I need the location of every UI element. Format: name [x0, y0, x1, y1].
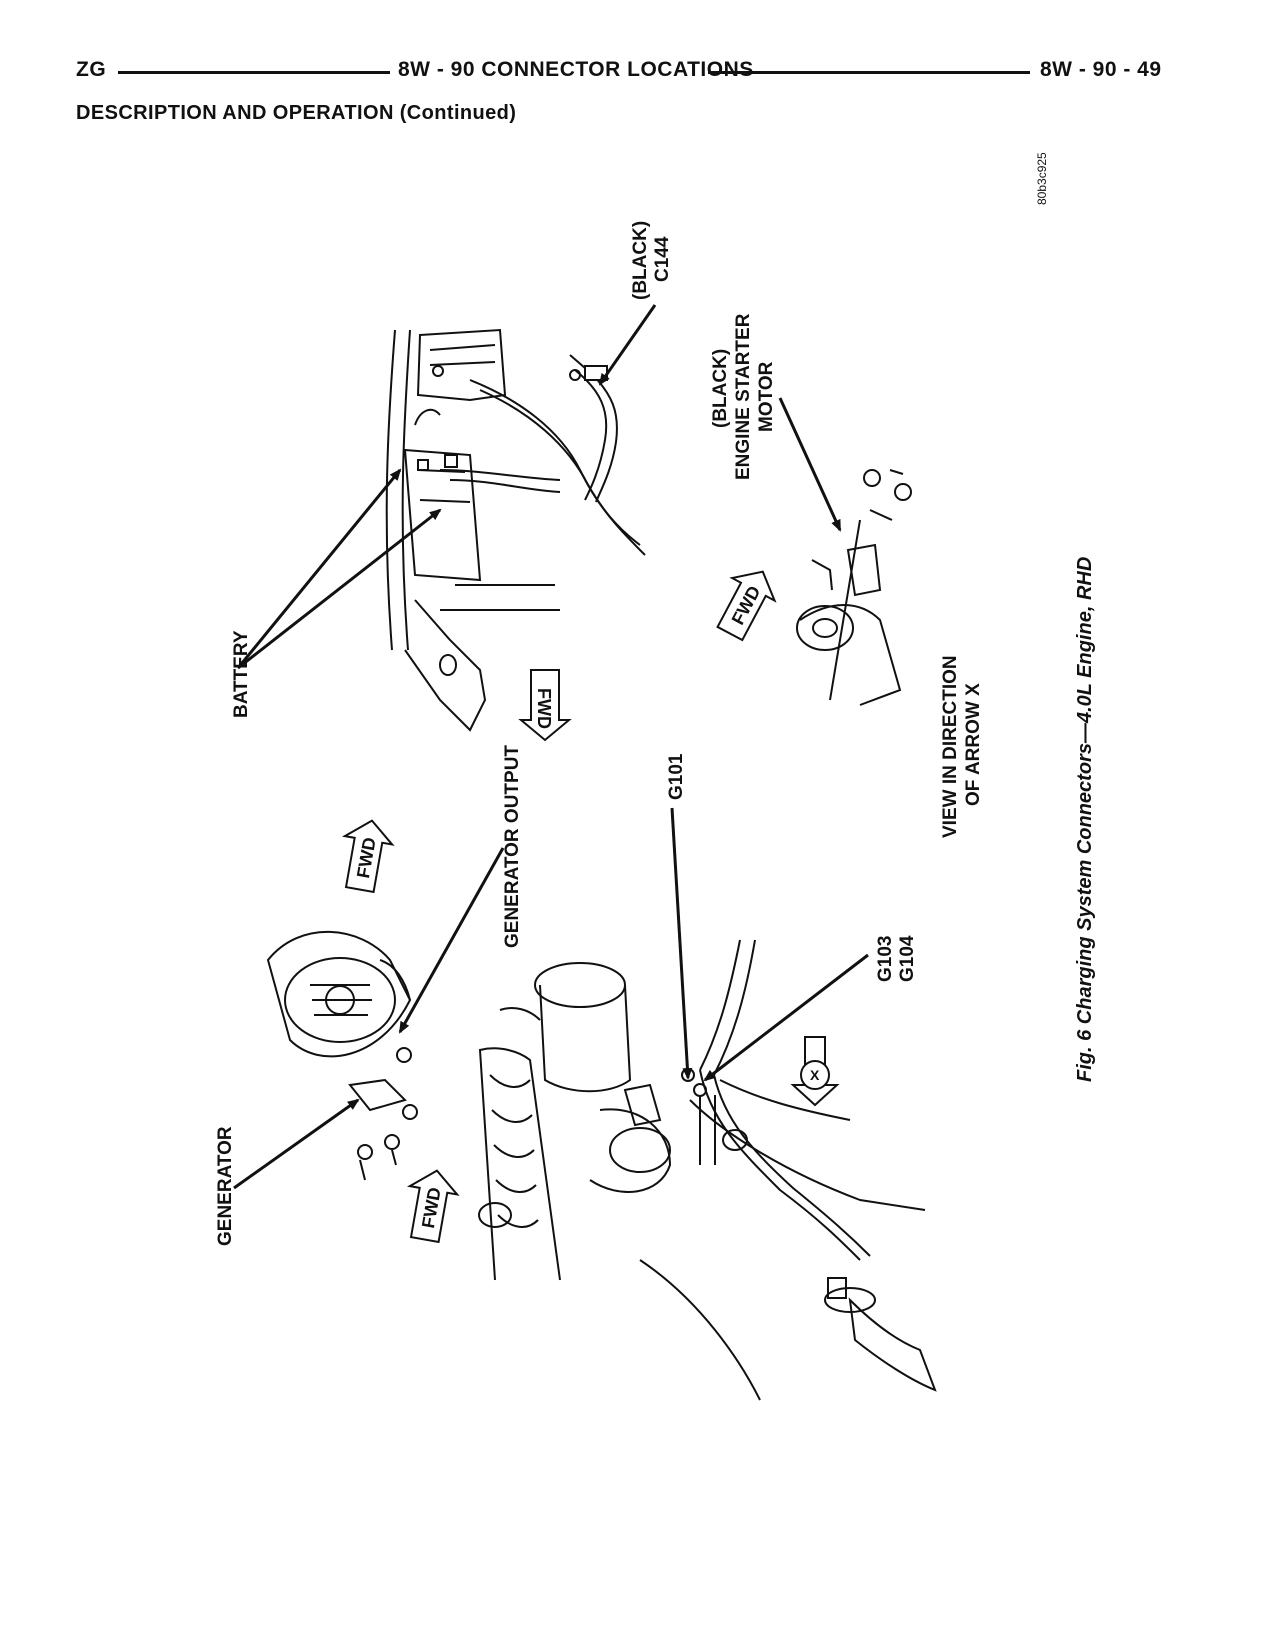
header-section-code: ZG — [76, 58, 107, 81]
label-view-line2: OF ARROW X — [963, 683, 984, 806]
label-battery: BATTERY — [231, 630, 252, 718]
label-view-line1: VIEW IN DIRECTION — [940, 655, 961, 838]
arrow-x-label: X — [810, 1067, 820, 1083]
label-starter-color: (BLACK) — [710, 349, 731, 428]
label-g104: G104 — [897, 935, 918, 982]
header-title: 8W - 90 CONNECTOR LOCATIONS — [398, 58, 754, 81]
fwd-arrow-starter: FWD — [716, 570, 777, 642]
starter-motor-drawing — [796, 469, 912, 706]
page-header: ZG 8W - 90 CONNECTOR LOCATIONS 8W - 90 -… — [76, 58, 1161, 88]
label-g103: G103 — [875, 936, 896, 982]
generator-drawing — [266, 930, 418, 1181]
engine-drawing — [478, 939, 937, 1401]
header-rule-left — [118, 71, 390, 74]
section-title: DESCRIPTION AND OPERATION (Continued) — [76, 102, 517, 124]
figure-caption: Fig. 6 Charging System Connectors—4.0L E… — [1074, 557, 1096, 1082]
fwd-arrow-engine: FWD — [406, 1169, 460, 1244]
label-generator: GENERATOR — [215, 1126, 236, 1246]
arrow-x: X — [790, 1036, 840, 1107]
battery-area-drawing — [385, 328, 646, 732]
leader-lines — [233, 304, 869, 1190]
fwd-label-upper-left: FWD — [534, 688, 554, 729]
figure-reference-code: 80b3c925 — [1035, 152, 1049, 205]
fwd-arrows: FWD FWD FWD FWD X — [341, 570, 840, 1244]
label-c144-color: (BLACK) — [630, 221, 651, 300]
header-page-number: 8W - 90 - 49 — [1040, 58, 1162, 81]
label-c144: C144 — [652, 236, 673, 282]
label-starter-line2: MOTOR — [756, 361, 777, 432]
fwd-arrow-upper-left: FWD — [518, 669, 572, 742]
label-g101: G101 — [666, 753, 687, 800]
fwd-arrow-generator: FWD — [341, 819, 395, 894]
label-generator-output: GENERATOR OUTPUT — [502, 745, 523, 948]
label-starter-line1: ENGINE STARTER — [733, 313, 754, 480]
header-rule-right — [708, 71, 1030, 74]
